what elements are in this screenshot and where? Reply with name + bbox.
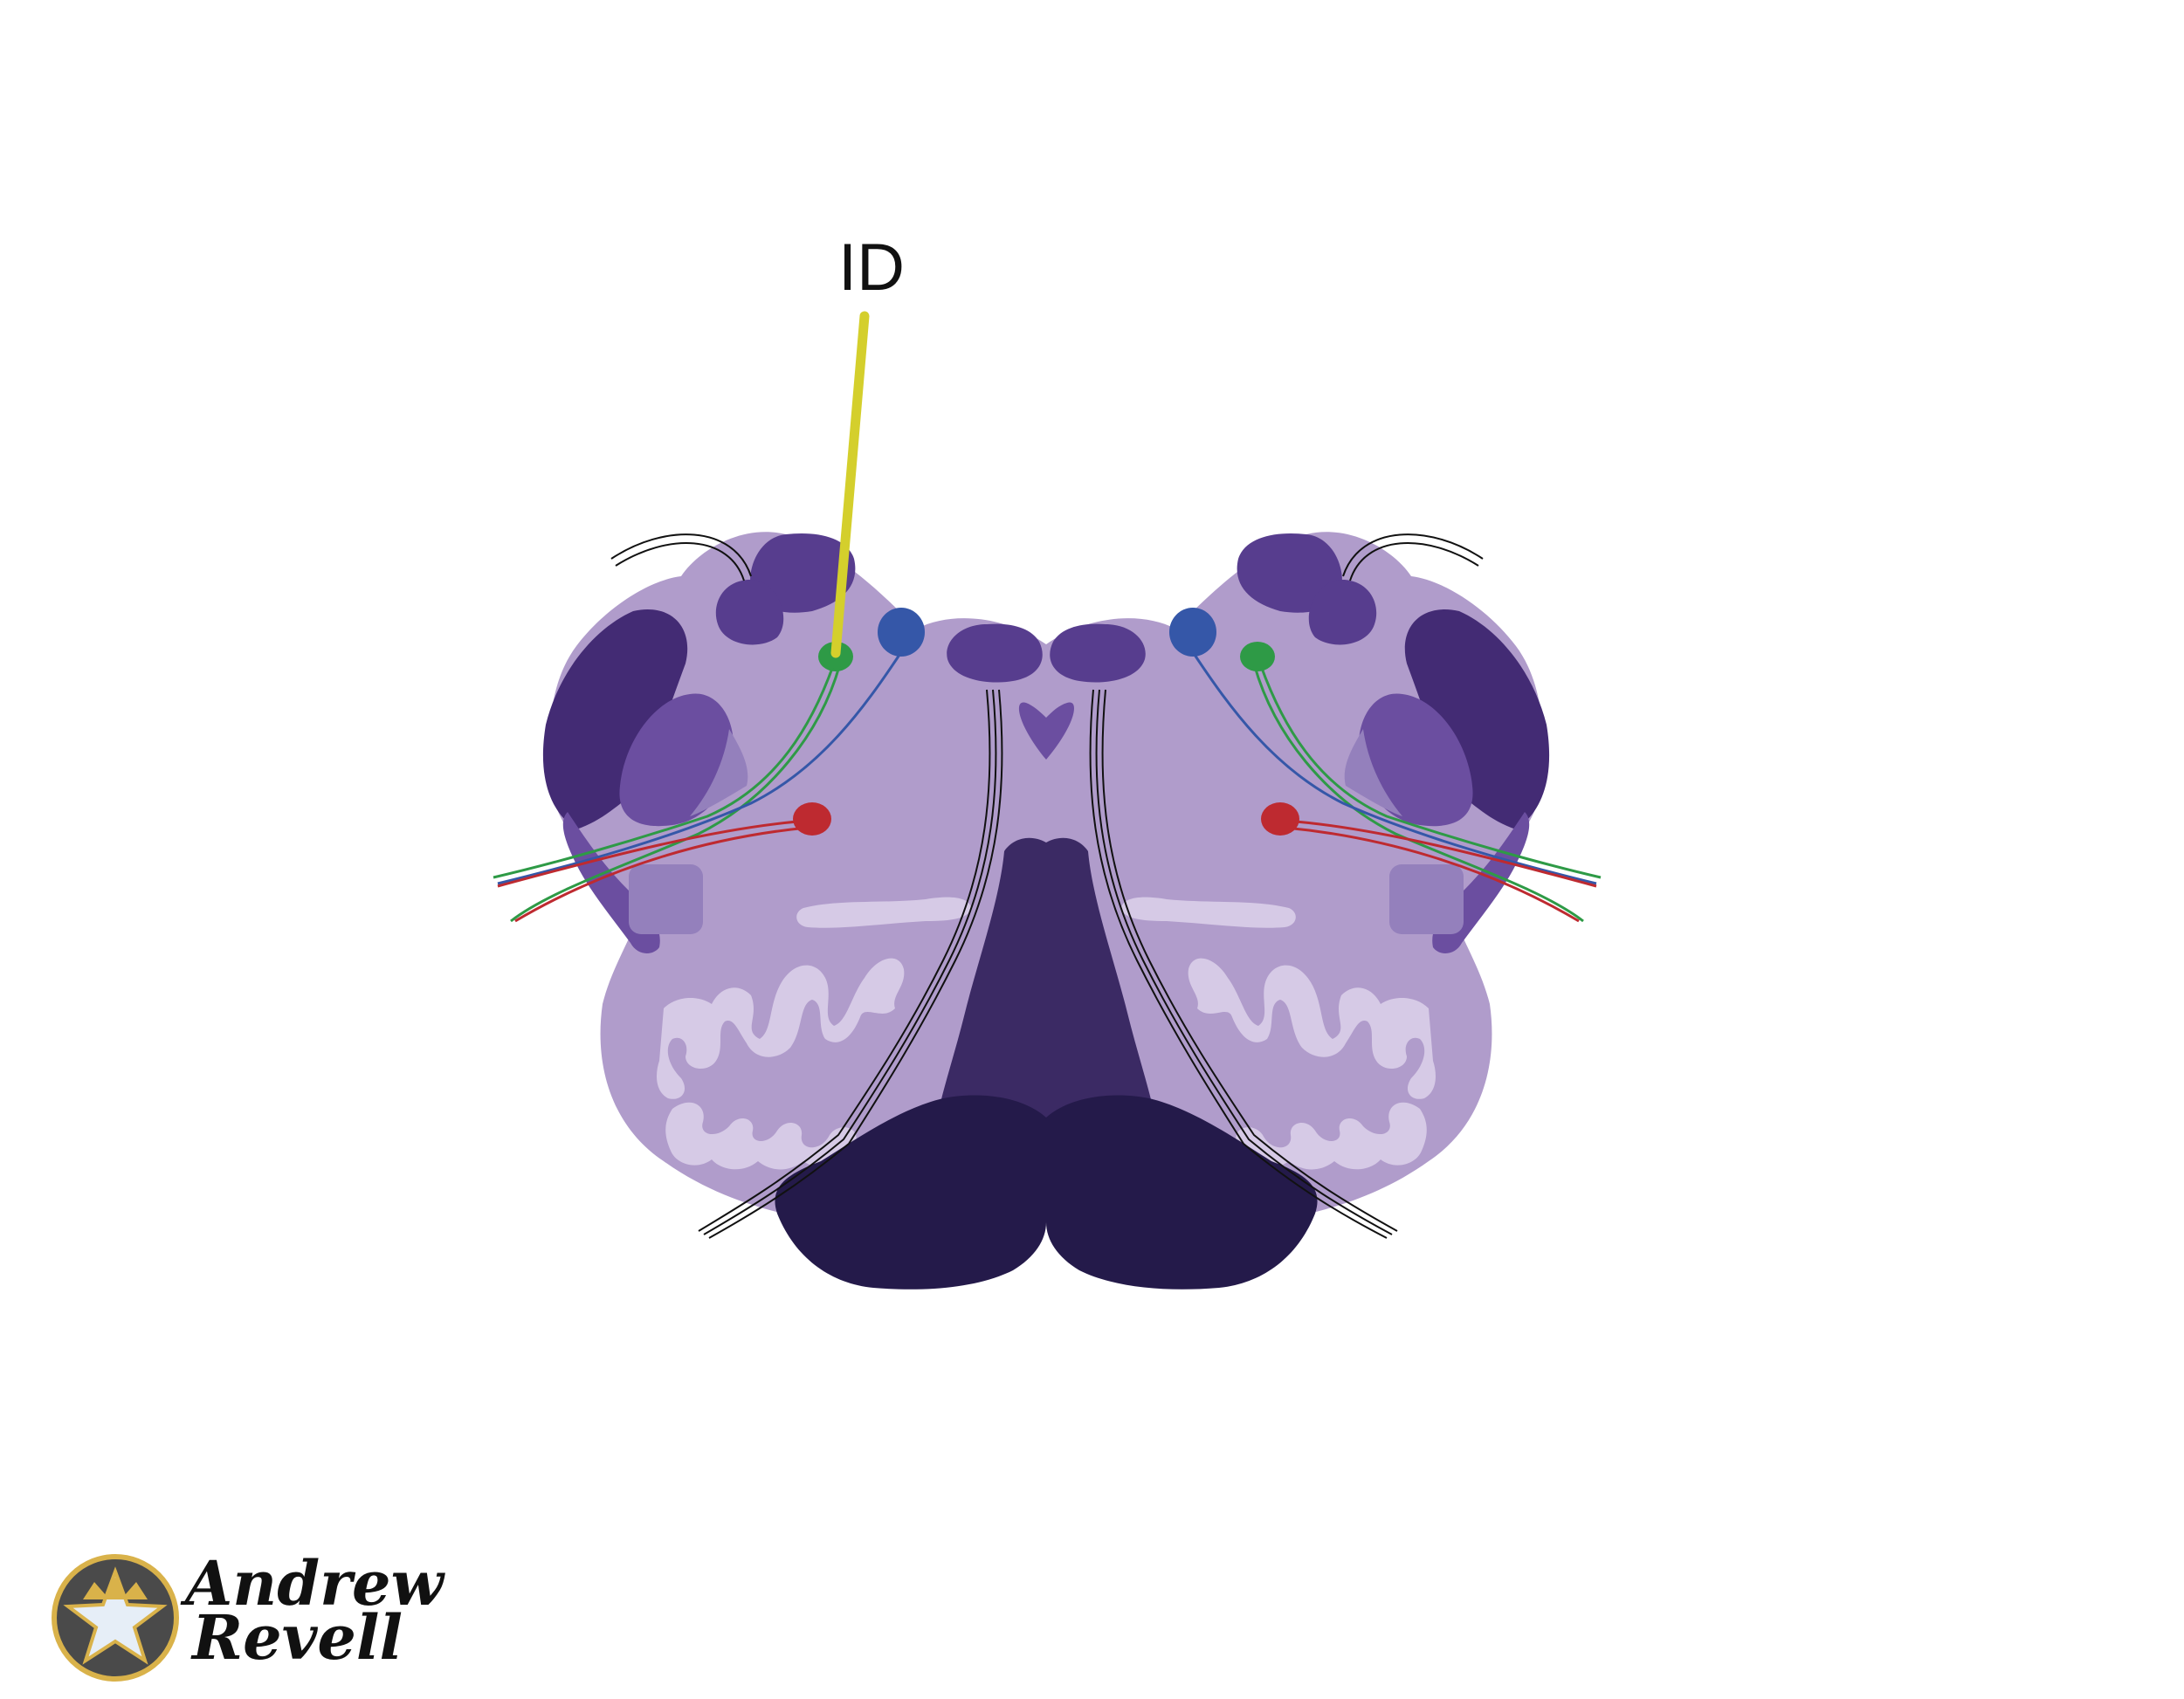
central-bundle-right-c xyxy=(1089,689,1388,1239)
blue-nucleus-right xyxy=(1169,608,1216,657)
red-nucleus-right xyxy=(1261,802,1299,836)
green-tract-right-a xyxy=(1258,663,1602,879)
top-arc-left-b xyxy=(615,542,745,581)
structure-label: ID xyxy=(838,230,905,305)
red-tract-left-b xyxy=(514,826,809,923)
blue-tract-right xyxy=(1193,654,1597,885)
author-logo: Andrew Revell xyxy=(52,1547,446,1682)
top-arc-left-a xyxy=(610,533,752,577)
midline-notch xyxy=(1018,702,1075,760)
central-bundle-left-c xyxy=(708,689,1003,1239)
central-bundle-right-b xyxy=(1095,689,1393,1235)
top-arc-right-b xyxy=(1349,542,1479,581)
red-tract-right-b xyxy=(1285,826,1580,923)
green-tract-left-b xyxy=(510,663,842,923)
blue-nucleus-left xyxy=(878,608,925,657)
logo-line1: Andrew xyxy=(180,1547,446,1620)
pointer-line xyxy=(830,311,870,658)
logo-line2: Revell xyxy=(190,1601,403,1674)
fibers xyxy=(610,533,1484,1239)
top-arc-right-a xyxy=(1342,533,1484,577)
red-tract-right-a xyxy=(1285,819,1597,888)
red-nucleus-left xyxy=(793,802,831,836)
tracts-left xyxy=(493,654,901,923)
red-tract-left-a xyxy=(497,819,809,888)
green-nucleus-right xyxy=(1240,642,1275,671)
green-tract-right-b xyxy=(1252,663,1584,923)
central-bundle-left-a xyxy=(698,689,991,1232)
tracts-right xyxy=(1193,654,1602,923)
central-bundle-left-b xyxy=(703,689,997,1235)
green-tract-left-a xyxy=(493,663,836,879)
blue-tract-left xyxy=(497,654,901,885)
crown-star-icon xyxy=(63,1566,168,1665)
central-bundle-right-a xyxy=(1101,689,1398,1232)
